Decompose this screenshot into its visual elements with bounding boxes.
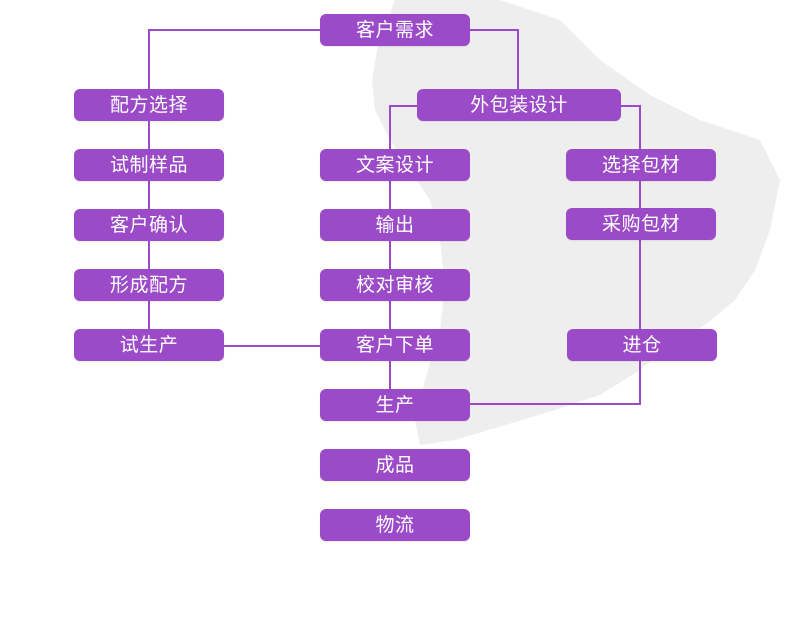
node-logistics: 物流	[320, 509, 470, 541]
node-select-materials: 选择包材	[566, 149, 716, 181]
connector-warehouse-to-production	[470, 361, 641, 405]
node-customer-order: 客户下单	[320, 329, 470, 361]
node-production: 生产	[320, 389, 470, 421]
connector-demand-to-packaging	[470, 29, 519, 90]
node-packaging-design: 外包装设计	[417, 89, 621, 121]
node-finalize-formula: 形成配方	[74, 269, 224, 301]
node-finished-goods: 成品	[320, 449, 470, 481]
connector-demand-to-formula	[148, 29, 320, 90]
node-customer-confirm: 客户确认	[74, 209, 224, 241]
node-trial-sample: 试制样品	[74, 149, 224, 181]
node-purchase-materials: 采购包材	[566, 208, 716, 240]
node-output: 输出	[320, 209, 470, 241]
node-copy-design: 文案设计	[320, 149, 470, 181]
connector-packaging-to-copy	[389, 105, 418, 150]
node-select-formula: 配方选择	[74, 89, 224, 121]
node-proof-review: 校对审核	[320, 269, 470, 301]
node-trial-production: 试生产	[74, 329, 224, 361]
node-warehousing: 进仓	[567, 329, 717, 361]
connector-packaging-to-materials	[618, 105, 641, 150]
node-customer-demand: 客户需求	[320, 14, 470, 46]
